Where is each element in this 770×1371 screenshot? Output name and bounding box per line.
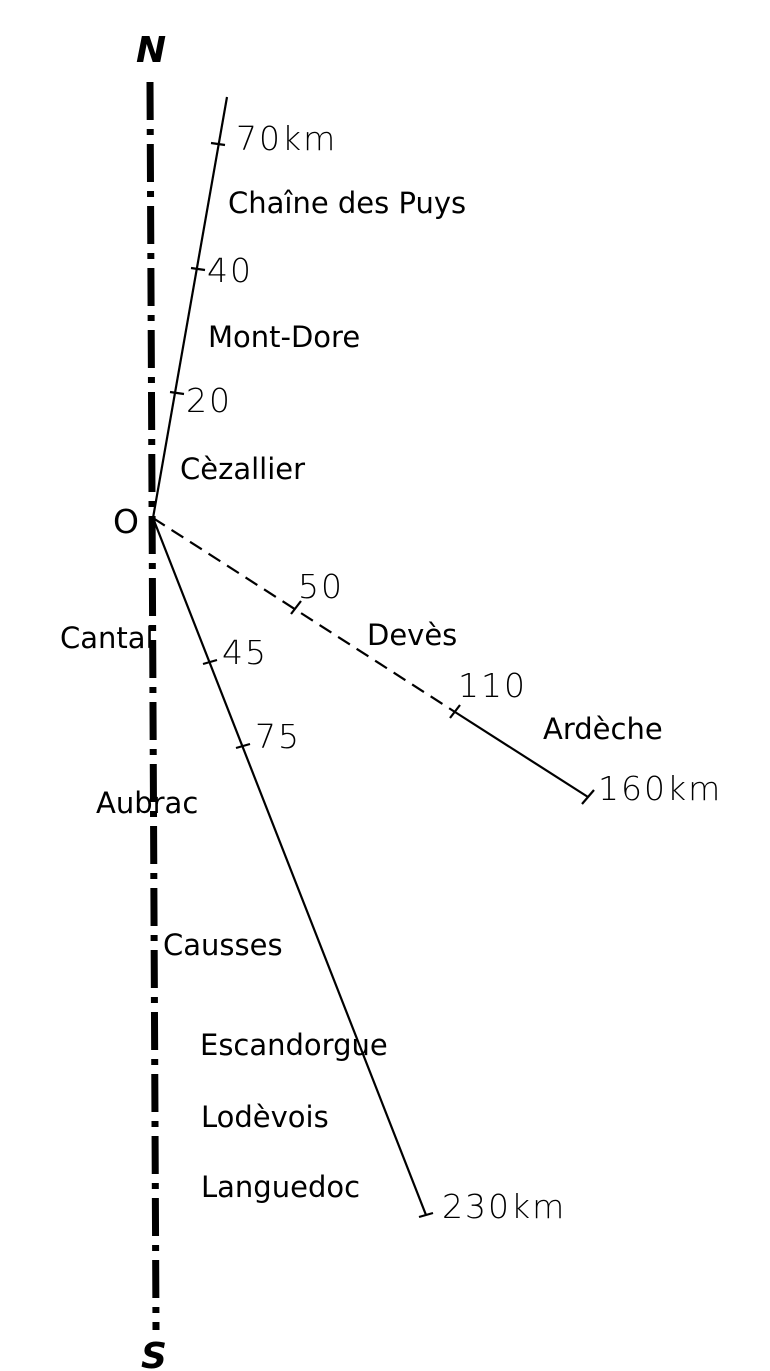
north-profile-line	[151, 96, 229, 519]
east-tick-label-110: 110	[458, 666, 527, 705]
south-tick-75	[235, 742, 251, 750]
region-ardeche: Ardèche	[543, 712, 663, 746]
north-label: N	[136, 30, 166, 71]
north-south-axis	[146, 81, 160, 1331]
east-tick-label-160: 160km	[598, 769, 722, 808]
south-tick-label-75: 75	[255, 717, 301, 756]
region-lodevois: Lodèvois	[201, 1100, 329, 1134]
east-tick-50	[290, 600, 302, 615]
region-escandorgue: Escandorgue	[200, 1028, 388, 1062]
south-tick-45	[202, 658, 218, 666]
east-tick-label-50: 50	[298, 567, 344, 606]
south-tick-230	[418, 1211, 434, 1219]
north-tick-40	[190, 266, 206, 272]
east-tick-110	[449, 704, 461, 719]
region-chaine-des-puys: Chaîne des Puys	[228, 186, 466, 220]
north-tick-label-70: 70km	[236, 119, 337, 158]
south-profile-line	[151, 517, 428, 1216]
east-profile-dashed-segment	[152, 517, 456, 713]
south-label: S	[141, 1336, 167, 1371]
east-profile-solid-segment	[454, 711, 589, 798]
region-cezallier: Cèzallier	[180, 452, 305, 486]
north-tick-20	[169, 390, 185, 396]
region-languedoc: Languedoc	[201, 1170, 360, 1204]
south-tick-label-45: 45	[222, 633, 268, 672]
region-aubrac: Aubrac	[96, 786, 198, 820]
north-tick-label-20: 20	[186, 381, 232, 420]
region-causses: Causses	[163, 928, 283, 962]
north-tick-70	[210, 141, 226, 147]
origin-label: O	[113, 502, 139, 541]
region-cantal: Cantal	[60, 621, 154, 655]
south-tick-label-230: 230km	[442, 1187, 566, 1226]
region-mont-dore: Mont-Dore	[208, 320, 360, 354]
north-tick-label-40: 40	[207, 251, 253, 290]
region-deves: Devès	[367, 618, 457, 652]
east-tick-160	[581, 789, 595, 805]
